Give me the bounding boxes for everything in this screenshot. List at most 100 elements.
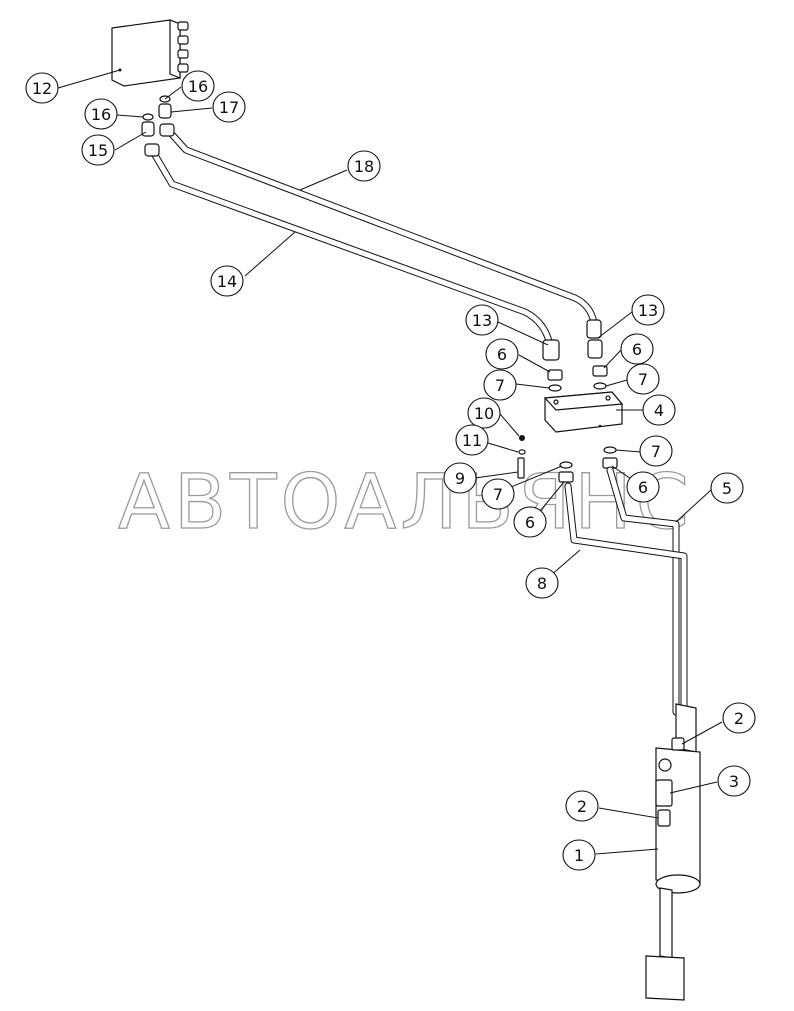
callout-label: 17: [219, 98, 239, 117]
callout-circle: [525, 567, 559, 599]
part-7-washer-bottom-left: [559, 461, 573, 469]
callout-c17: 17: [212, 91, 246, 123]
callout-c18: 18: [347, 150, 381, 182]
callout-label: 8: [537, 574, 547, 593]
callout-circle: [481, 478, 515, 510]
callout-circle: [565, 790, 599, 822]
callout-label: 6: [638, 478, 648, 497]
callout-circle: [513, 506, 547, 538]
part-18-pipe: [159, 123, 598, 326]
callout-circle: [465, 304, 499, 336]
leader-lines: [57, 69, 723, 855]
callout-circle: [717, 765, 751, 797]
callout-c15: 15: [81, 134, 115, 166]
callout-label: 1: [574, 846, 584, 865]
part-10-ball: [519, 435, 525, 441]
callout-circle: [562, 839, 596, 871]
callout-c10: 10: [467, 397, 501, 429]
callout-label: 10: [474, 404, 494, 423]
callout-circle: [25, 72, 59, 104]
callout-c16b: 16: [84, 98, 118, 130]
callout-label: 4: [654, 401, 664, 420]
callout-circle: [639, 435, 673, 467]
callout-label: 16: [91, 105, 111, 124]
callout-circle: [642, 394, 676, 426]
part-5-pipe: [606, 466, 680, 716]
callout-label: 2: [577, 797, 587, 816]
part-11-spring: [518, 449, 526, 455]
callout-circle: [626, 363, 660, 395]
callout-circle: [620, 333, 654, 365]
callout-label: 9: [455, 469, 465, 488]
callout-label: 6: [632, 340, 642, 359]
part-3-tee: [655, 779, 673, 807]
part-4-block: [543, 391, 624, 433]
part-9-plug: [517, 457, 525, 479]
callout-circle: [485, 338, 519, 370]
callout-circle: [710, 472, 744, 504]
callout-c13b: 13: [631, 294, 665, 326]
part-2-fitting-upper: [671, 737, 685, 751]
callout-circle: [626, 471, 660, 503]
callout-label: 6: [525, 513, 535, 532]
callout-circle: [455, 424, 489, 456]
callout-c14: 14: [210, 265, 244, 297]
part-13-fitting-left: [542, 339, 560, 361]
callout-circle: [347, 150, 381, 182]
part-2-fitting-lower: [657, 809, 671, 827]
part-12-valve-block: [111, 19, 189, 87]
callout-label: 18: [354, 157, 374, 176]
callout-label: 7: [651, 442, 661, 461]
callout-label: 14: [217, 272, 237, 291]
callout-circle: [84, 98, 118, 130]
callout-label: 15: [88, 141, 108, 160]
callout-c11: 11: [455, 424, 489, 456]
part-6-nut-bottom-left: [558, 471, 574, 483]
callout-label: 6: [497, 345, 507, 364]
callout-c16a: 16: [181, 70, 215, 102]
callout-c12: 12: [25, 72, 59, 104]
callout-c1: 1: [562, 839, 596, 871]
callout-c13a: 13: [465, 304, 499, 336]
part-17-fitting: [158, 103, 172, 119]
callout-label: 7: [638, 370, 648, 389]
part-7-washer-top-left: [548, 384, 562, 392]
callout-c7c: 7: [639, 435, 673, 467]
callout-c7a: 7: [483, 369, 517, 401]
callout-c2a: 2: [722, 702, 756, 734]
callout-c6a: 6: [485, 338, 519, 370]
callout-label: 5: [722, 479, 732, 498]
part-15-fitting: [141, 121, 155, 137]
callout-c2b: 2: [565, 790, 599, 822]
callout-label: 7: [493, 485, 503, 504]
part-8-pipe: [564, 482, 688, 714]
callout-c8: 8: [525, 567, 559, 599]
watermark-text: АВТОАЛЬЯНС: [118, 457, 693, 546]
callout-circle: [210, 265, 244, 297]
callout-label: 13: [472, 311, 492, 330]
callout-c6d: 6: [626, 471, 660, 503]
part-13-fitting-right: [586, 319, 603, 359]
callout-label: 12: [32, 79, 52, 98]
part-6-nut-top-left: [547, 369, 563, 381]
callout-label: 2: [734, 709, 744, 728]
callout-label: 7: [495, 376, 505, 395]
callout-label: 11: [462, 431, 482, 450]
callout-circle: [467, 397, 501, 429]
callout-c6b: 6: [620, 333, 654, 365]
callout-c5: 5: [710, 472, 744, 504]
callout-circle: [81, 134, 115, 166]
callout-circle: [181, 70, 215, 102]
callout-c7d: 7: [481, 478, 515, 510]
callout-circle: [722, 702, 756, 734]
callout-c4: 4: [642, 394, 676, 426]
part-7-washer-top-right: [593, 382, 607, 390]
callout-circle: [483, 369, 517, 401]
callout-c6c: 6: [513, 506, 547, 538]
part-16-washer-b: [142, 113, 154, 121]
callout-circle: [443, 462, 477, 494]
callout-c7b: 7: [626, 363, 660, 395]
